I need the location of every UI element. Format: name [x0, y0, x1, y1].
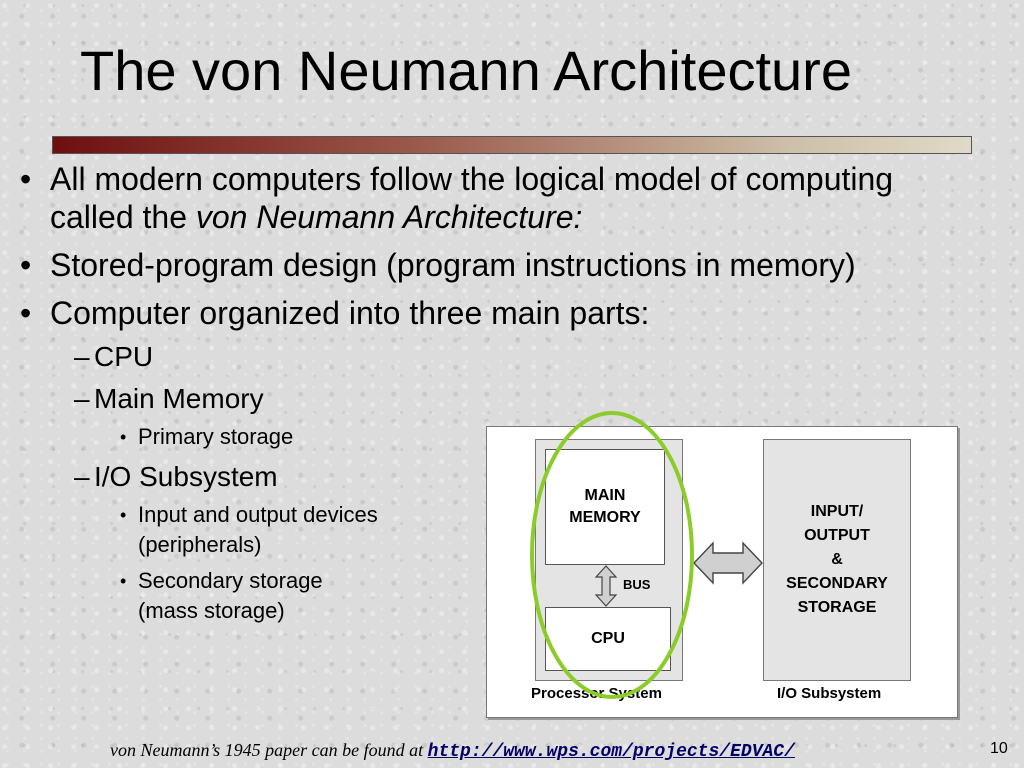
sub-bullet-main-memory: Main Memory [16, 382, 916, 416]
bullet-von-neumann: All modern computers follow the logical … [16, 160, 916, 236]
double-arrow-icon [693, 541, 763, 585]
io-label-line-2: OUTPUT [804, 527, 870, 544]
io-label-line-5: STORAGE [797, 599, 877, 616]
page-number: 10 [990, 740, 1008, 757]
main-memory-box: MAIN MEMORY [545, 449, 665, 565]
io-subsystem-caption: I/O Subsystem [777, 685, 882, 702]
secondary-line-2: (mass storage) [138, 598, 285, 623]
secondary-line-1: Secondary storage [138, 568, 323, 593]
bullet-list: All modern computers follow the logical … [16, 160, 916, 626]
io-label-line-4: SECONDARY [786, 575, 888, 592]
bullet-three-parts: Computer organized into three main parts… [16, 294, 916, 332]
sub-bullet-cpu: CPU [16, 340, 916, 374]
processor-system-caption: Processor System [531, 685, 662, 702]
bullet-stored-program: Stored-program design (program instructi… [16, 246, 916, 284]
footer-note: von Neumann’s 1945 paper can be found at… [110, 740, 795, 762]
io-label-line-1: INPUT/ [810, 503, 864, 520]
main-memory-label-1: MAIN [584, 487, 626, 504]
io-devices-line-2: (peripherals) [138, 532, 262, 557]
bus-arrow-icon [595, 565, 617, 607]
sub-sub-bullet-primary-storage: Primary storage [16, 422, 916, 452]
sub-sub-bullet-secondary-storage: Secondary storage (mass storage) [16, 566, 916, 626]
io-label-line-3: & [831, 551, 843, 568]
sub-sub-bullet-io-devices: Input and output devices (peripherals) [16, 500, 916, 560]
main-memory-label-2: MEMORY [569, 509, 641, 526]
architecture-diagram: MAIN MEMORY BUS CPU INPUT/ OUTPUT & SECO… [486, 426, 958, 718]
sub-bullet-io-subsystem: I/O Subsystem [16, 460, 916, 494]
slide-title: The von Neumann Architecture [80, 39, 852, 102]
bullet-emphasis: von Neumann Architecture: [195, 199, 583, 235]
title-underline-bar [52, 136, 972, 154]
io-secondary-storage-box: INPUT/ OUTPUT & SECONDARY STORAGE [763, 439, 911, 681]
bullet-text: All modern computers follow the logical … [50, 161, 894, 235]
io-devices-line-1: Input and output devices [138, 502, 378, 527]
footer-text: von Neumann’s 1945 paper can be found at [110, 740, 428, 760]
bus-label: BUS [623, 577, 651, 592]
edvac-link[interactable]: http://www.wps.com/projects/EDVAC/ [427, 742, 795, 762]
cpu-box: CPU [545, 607, 671, 671]
